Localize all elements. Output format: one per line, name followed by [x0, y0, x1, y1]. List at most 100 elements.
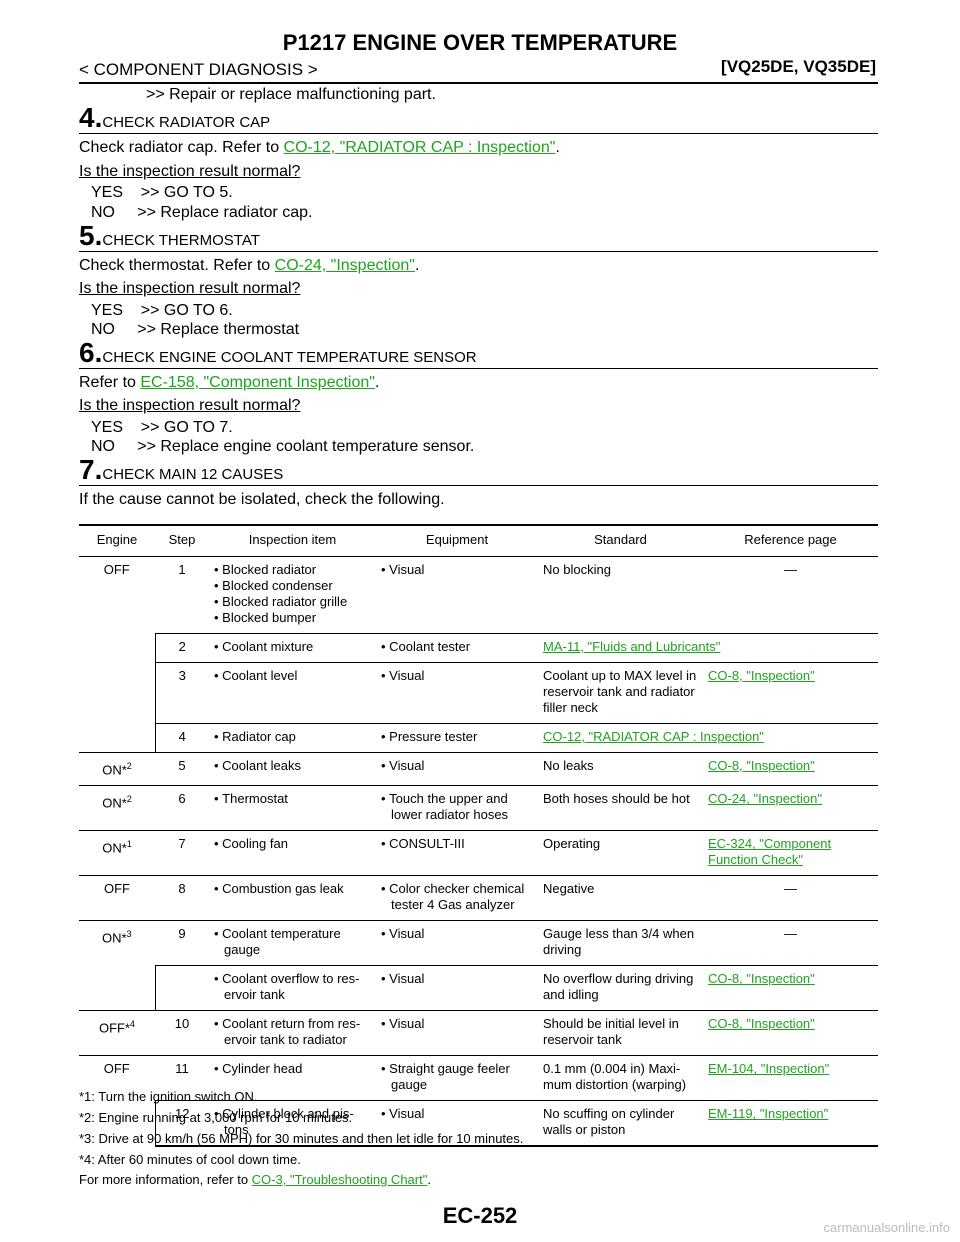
- table-row: OFF 1 Blocked radiatorBlocked condenserB…: [79, 556, 878, 753]
- engine-cell: ON*3: [79, 920, 155, 1011]
- step-cell: 9: [155, 920, 209, 966]
- step-number: 7.: [79, 454, 103, 485]
- reference-cell: EM-119, "Inspection": [703, 1100, 878, 1148]
- step-cell: [154, 965, 209, 1011]
- item-cell: Combustion gas leak: [209, 875, 376, 921]
- watermark: carmanualsonline.info: [823, 1220, 950, 1235]
- ref-link[interactable]: CO-8, "Inspection": [708, 668, 815, 683]
- more-info-line: For more information, refer to CO-3, "Tr…: [79, 1172, 431, 1187]
- step-title: CHECK MAIN 12 CAUSES: [102, 466, 284, 483]
- table-row: ON*3 9 Coolant temperature gauge Visual …: [79, 920, 878, 1011]
- engine-cell: OFF: [79, 875, 155, 921]
- item-cell: Radiator cap: [209, 723, 376, 753]
- equipment-cell: Coolant tester: [376, 633, 538, 663]
- equipment-cell: Visual: [376, 662, 538, 724]
- item-cell: Coolant mixture: [209, 633, 376, 663]
- model-label: [VQ25DE, VQ35DE]: [721, 57, 876, 76]
- ref-link[interactable]: EM-104, "Inspection": [708, 1061, 830, 1077]
- step-cell: 11: [155, 1055, 209, 1101]
- standard-cell: Coolant up to MAX level in reservoir tan…: [538, 662, 703, 724]
- col-header-engine: Engine: [79, 524, 155, 557]
- ref-link[interactable]: CO-8, "Inspection": [708, 1016, 815, 1032]
- step-6-instruction: Refer to EC-158, "Component Inspection".: [79, 374, 380, 391]
- step-5-heading: 5.CHECK THERMOSTAT: [79, 220, 260, 252]
- ref-link[interactable]: CO-8, "Inspection": [708, 758, 815, 773]
- col-header-standard: Standard: [538, 524, 703, 557]
- step-number: 5.: [79, 220, 103, 251]
- engine-cell: OFF: [79, 556, 155, 753]
- ref-link[interactable]: CO-12, "RADIATOR CAP : Inspection": [283, 139, 556, 156]
- standard-cell: No scuffing on cylinder walls or piston: [538, 1100, 703, 1148]
- standard-cell: Gauge less than 3/4 when driving: [538, 920, 703, 966]
- reference-cell: CO-8, "Inspection": [703, 662, 878, 724]
- equipment-cell: Visual: [376, 556, 538, 634]
- step-cell: 4: [154, 723, 209, 753]
- item-cell: Coolant level: [209, 662, 376, 724]
- item-cell: Blocked radiatorBlocked condenserBlocked…: [209, 556, 376, 634]
- ref-link[interactable]: EC-324, "Component Function Check": [708, 836, 832, 868]
- reference-cell: CO-8, "Inspection": [703, 751, 878, 786]
- step-rule: [79, 485, 878, 486]
- reference-cell: CO-8, "Inspection": [703, 1010, 878, 1056]
- step-cell: 10: [155, 1010, 209, 1056]
- equipment-cell: Visual: [376, 1010, 538, 1056]
- result-question: Is the inspection result normal?: [79, 163, 301, 180]
- equipment-cell: Visual: [376, 965, 538, 1011]
- item-cell: Coolant overflow to res-ervoir tank: [209, 965, 376, 1011]
- item-cell: Coolant temperature gauge: [209, 920, 376, 966]
- ref-link[interactable]: CO-3, "Troubleshooting Chart": [251, 1172, 428, 1187]
- inspection-table: Engine Step Inspection item Equipment St…: [79, 524, 878, 1148]
- ref-link[interactable]: EC-158, "Component Inspection": [140, 374, 375, 391]
- table-row: OFF*4 10 Coolant return from res-ervoir …: [79, 1010, 878, 1056]
- table-row: 12 Cylinder block and pis-tons Visual No…: [79, 1100, 878, 1148]
- step-rule: [79, 251, 878, 252]
- standard-cell: Negative: [538, 875, 703, 921]
- yes-branch: YES >> GO TO 6.: [91, 302, 233, 319]
- ref-link[interactable]: MA-11, "Fluids and Lubricants": [543, 639, 721, 654]
- table-row: 4 Radiator cap Pressure tester CO-12, "R…: [79, 723, 878, 753]
- ref-link[interactable]: CO-12, "RADIATOR CAP : Inspection": [543, 729, 764, 744]
- step-cell: 2: [154, 633, 209, 663]
- step-cell: 3: [154, 662, 209, 724]
- item-cell: Cooling fan: [209, 830, 376, 876]
- step-number: 4.: [79, 102, 103, 133]
- footnote: *3: Drive at 90 km/h (56 MPH) for 30 min…: [79, 1131, 524, 1146]
- item-cell: Cylinder block and pis-tons: [209, 1100, 376, 1148]
- col-header-reference: Reference page: [703, 524, 878, 557]
- step-title: CHECK RADIATOR CAP: [102, 114, 271, 131]
- page-title: P1217 ENGINE OVER TEMPERATURE: [282, 30, 678, 55]
- result-question: Is the inspection result normal?: [79, 280, 301, 297]
- no-branch: NO >> Replace radiator cap.: [91, 204, 313, 221]
- equipment-cell: Pressure tester: [376, 723, 538, 753]
- yes-branch: YES >> GO TO 5.: [91, 184, 233, 201]
- standard-cell: Operating: [538, 830, 703, 876]
- col-header-equipment: Equipment: [376, 524, 538, 557]
- step-5-instruction: Check thermostat. Refer to CO-24, "Inspe…: [79, 257, 420, 274]
- step-rule: [79, 133, 878, 134]
- step-title: CHECK THERMOSTAT: [102, 232, 260, 249]
- ref-link[interactable]: CO-24, "Inspection": [708, 791, 823, 807]
- equipment-cell: Visual: [376, 751, 538, 786]
- item-cell: Cylinder head: [209, 1055, 376, 1101]
- reference-cell: EC-324, "Component Function Check": [703, 830, 878, 876]
- reference-cell: CO-8, "Inspection": [703, 965, 878, 1011]
- reference-cell: —: [703, 556, 878, 634]
- step-cell: 5: [155, 751, 209, 786]
- engine-cell: OFF*4: [79, 1010, 155, 1056]
- step-cell: 7: [155, 830, 209, 876]
- step-7-instruction: If the cause cannot be isolated, check t…: [79, 491, 445, 508]
- step-number: 6.: [79, 337, 103, 368]
- item-cell: Coolant return from res-ervoir tank to r…: [209, 1010, 376, 1056]
- item-cell: Coolant leaks: [209, 751, 376, 786]
- standard-cell: Should be initial level in reservoir tan…: [538, 1010, 703, 1056]
- step-cell: 12: [154, 1100, 209, 1148]
- standard-cell: No leaks: [538, 751, 703, 786]
- standard-cell: Both hoses should be hot: [538, 785, 703, 831]
- reference-cell: CO-24, "Inspection": [703, 785, 878, 831]
- table-row: Coolant overflow to res-ervoir tank Visu…: [79, 965, 878, 1011]
- footnote: *4: After 60 minutes of cool down time.: [79, 1152, 301, 1167]
- ref-link[interactable]: CO-24, "Inspection": [274, 257, 415, 274]
- ref-link[interactable]: EM-119, "Inspection": [708, 1106, 829, 1122]
- no-branch: NO >> Replace thermostat: [91, 321, 300, 338]
- ref-link[interactable]: CO-8, "Inspection": [708, 971, 815, 987]
